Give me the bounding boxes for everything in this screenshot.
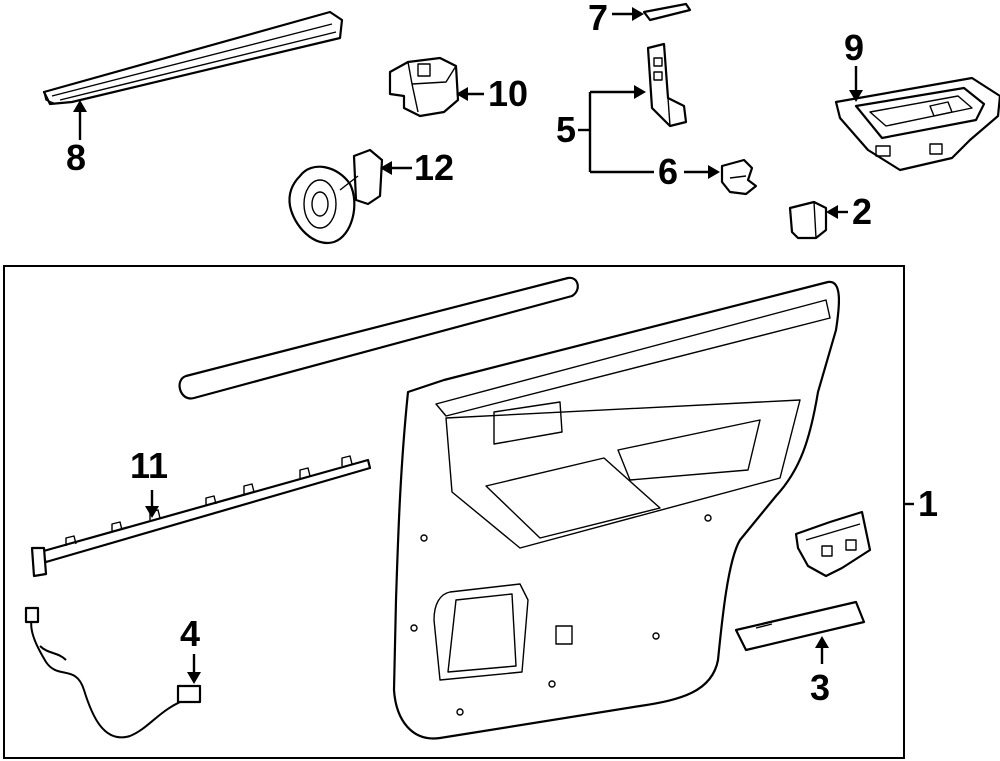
- switch-part-10[interactable]: [388, 56, 460, 118]
- belt-molding-part-8[interactable]: [42, 10, 344, 106]
- callout-3: 3: [810, 667, 830, 708]
- switch-bezel-part-9[interactable]: [834, 76, 1000, 172]
- door-trim-panel-part-1[interactable]: [392, 280, 841, 740]
- callout-2: 2: [852, 191, 872, 232]
- callout-1: 1: [918, 483, 938, 524]
- callout-5: 5: [556, 109, 576, 150]
- callout-7: 7: [588, 0, 608, 38]
- clip-part-6[interactable]: [720, 158, 758, 196]
- socket-part-12[interactable]: [288, 148, 384, 245]
- callout-10: 10: [488, 73, 528, 114]
- clip-part-2[interactable]: [788, 200, 828, 240]
- wiring-part-4[interactable]: [24, 606, 202, 739]
- callout-12: 12: [414, 147, 454, 188]
- callout-4: 4: [180, 613, 200, 654]
- wire-strip-part-11[interactable]: [30, 455, 372, 578]
- callout-8: 8: [66, 137, 86, 178]
- leader-lines: [73, 7, 914, 684]
- callout-6: 6: [658, 151, 678, 192]
- pad-part-7[interactable]: [642, 2, 692, 22]
- armrest-molding[interactable]: [178, 276, 579, 400]
- callout-11: 11: [130, 445, 168, 486]
- assembly-frame: [3, 265, 905, 759]
- callout-9: 9: [844, 27, 864, 68]
- bracket-part-5[interactable]: [646, 42, 688, 128]
- handle-bracket[interactable]: [794, 510, 872, 578]
- pad-part-3[interactable]: [734, 600, 866, 652]
